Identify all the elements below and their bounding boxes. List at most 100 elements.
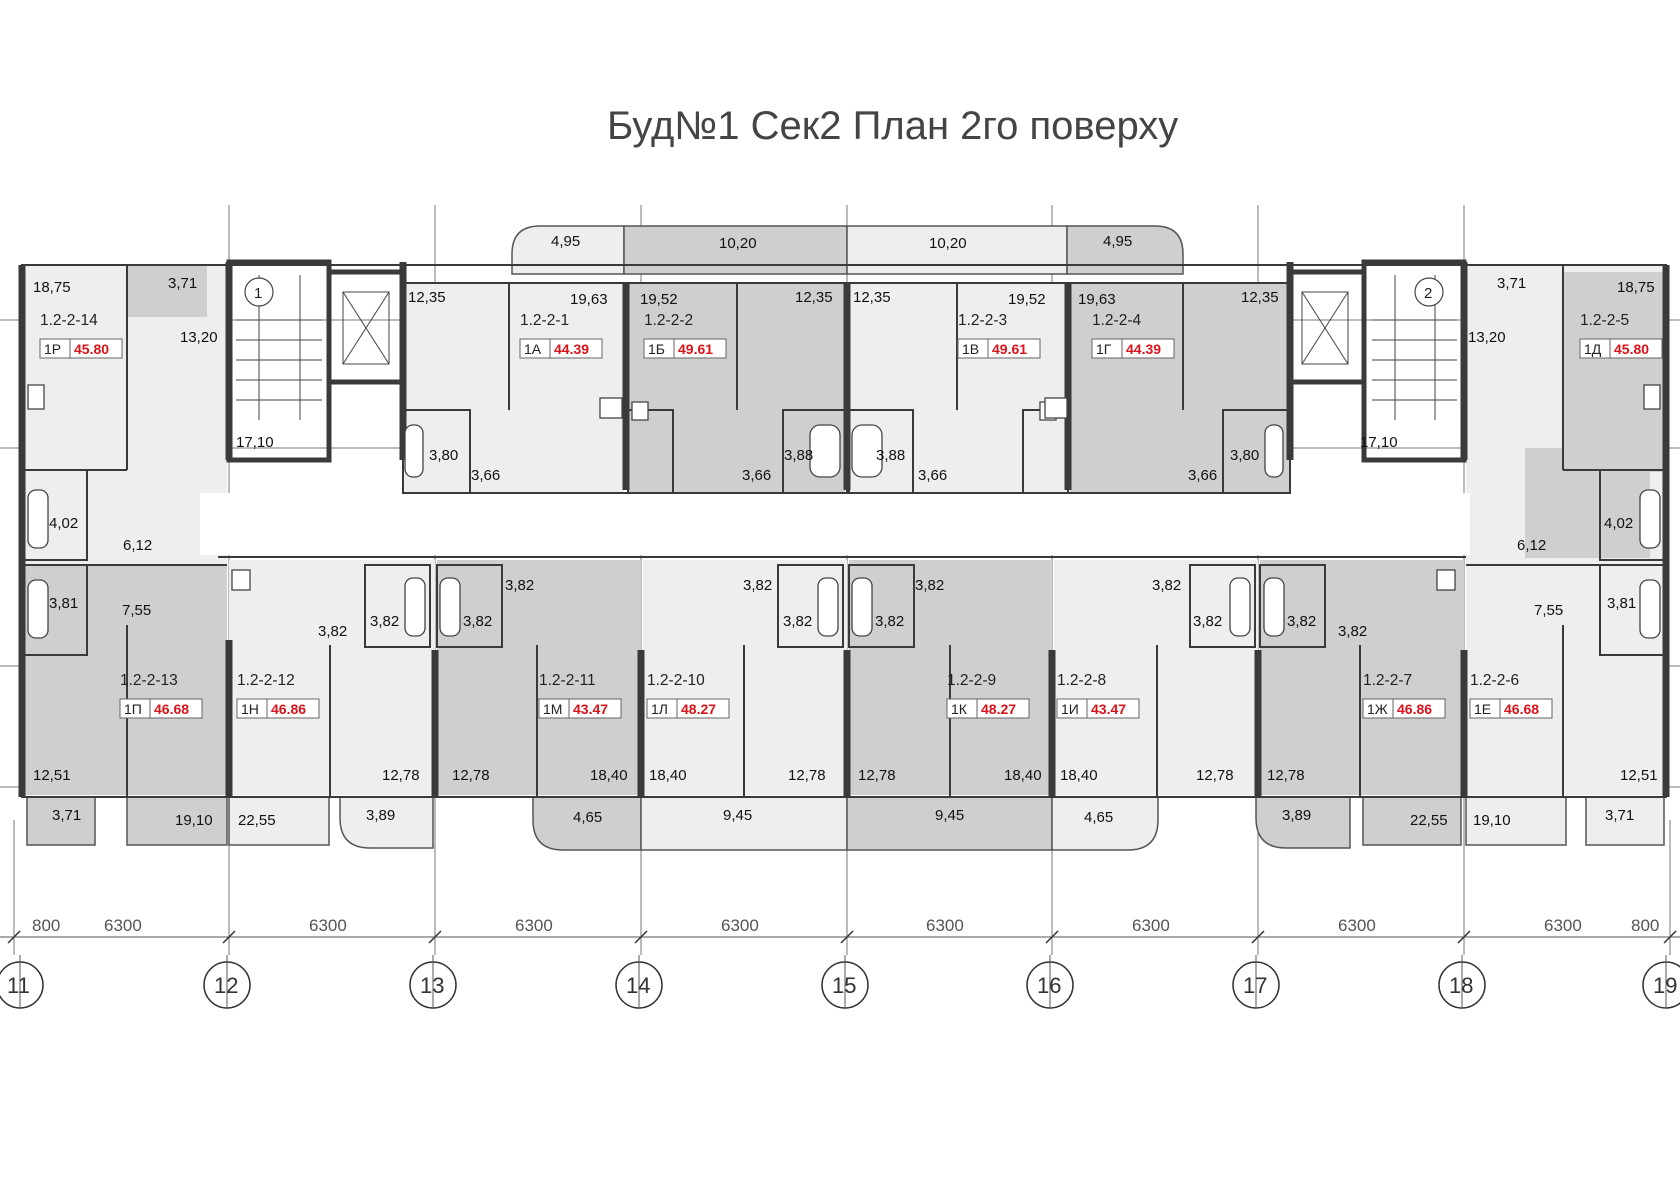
- area-room: 12,78: [382, 767, 420, 784]
- apartment-tag-box: [1579, 338, 1663, 359]
- axis-marker: 11: [0, 955, 44, 1009]
- apartment-area: 43.47: [1091, 701, 1126, 717]
- dimension-label: 6300: [926, 916, 964, 935]
- apartment-id: 1.2-2-7: [1363, 672, 1412, 689]
- area-room: 4,02: [1604, 515, 1633, 532]
- apartment-id: 1.2-2-13: [120, 672, 178, 689]
- plan-title: Буд№1 Сек2 План 2го поверху: [607, 104, 1178, 148]
- area-room: 18,40: [590, 767, 628, 784]
- area-bath: 3,82: [505, 577, 534, 594]
- apartment-code: 1Б: [648, 341, 665, 357]
- axis-marker: 19: [1642, 955, 1680, 1009]
- axis-label: 11: [7, 973, 30, 998]
- area-bath: 3,82: [783, 613, 812, 630]
- apartment-id: 1.2-2-1: [520, 312, 569, 329]
- apartment-id: 1.2-2-14: [40, 312, 98, 329]
- area-room: 18,40: [1004, 767, 1042, 784]
- area-bath: 3,66: [742, 467, 771, 484]
- apartment-area: 49.61: [992, 341, 1027, 357]
- apartment-label: 1.2-2-9 1К 48.27: [946, 672, 1030, 719]
- stair-level-left: 17,10: [236, 434, 274, 451]
- apartment-id: 1.2-2-9: [947, 672, 996, 689]
- area-bath: 3,82: [318, 623, 347, 640]
- stair-markers: 1 2 17,10 17,10: [236, 277, 1444, 451]
- area-room: 12,78: [452, 767, 490, 784]
- apartment-code: 1К: [951, 701, 968, 717]
- apartment-tag-box: [643, 338, 727, 359]
- area-room: 18,40: [1060, 767, 1098, 784]
- apartment-id: 1.2-2-12: [237, 672, 295, 689]
- stair-mark-2: 2: [1424, 285, 1432, 302]
- apartment-tag-box: [538, 698, 622, 719]
- area-bath: 3,82: [915, 577, 944, 594]
- apartment-area: 49.61: [678, 341, 713, 357]
- apartment-tag-box: [646, 698, 730, 719]
- axis-marker: 15: [821, 955, 869, 1009]
- apartment-id: 1.2-2-4: [1092, 312, 1141, 329]
- area-bath: 3,66: [918, 467, 947, 484]
- axis-marker: 14: [615, 955, 663, 1009]
- apartment-code: 1Р: [44, 341, 61, 357]
- apartment-code: 1Д: [1584, 341, 1602, 357]
- area-bath: 3,82: [875, 613, 904, 630]
- area-room: 12,78: [1196, 767, 1234, 784]
- apartment-code: 1Н: [241, 701, 259, 717]
- area-bath: 3,82: [1152, 577, 1181, 594]
- area-balcony-bottom: 3,89: [366, 807, 395, 824]
- apartment-area: 46.86: [271, 701, 306, 717]
- apartment-code: 1В: [962, 341, 979, 357]
- apartment-area: 48.27: [981, 701, 1016, 717]
- apartment-tag-box: [946, 698, 1030, 719]
- fixtures: [27, 384, 1661, 639]
- apartment-area: 46.68: [154, 701, 189, 717]
- area-bath: 3,82: [1193, 613, 1222, 630]
- apartment-tag-box: [119, 698, 203, 719]
- area-room: 12,78: [788, 767, 826, 784]
- apartment-area: 44.39: [1126, 341, 1161, 357]
- area-bath: 3,66: [471, 467, 500, 484]
- area-room: 6,12: [1517, 537, 1546, 554]
- axis-label: 12: [214, 973, 238, 998]
- axis-label: 17: [1243, 973, 1267, 998]
- apartment-tag-box: [1091, 338, 1175, 359]
- apartment-area: 45.80: [74, 341, 109, 357]
- apartment-area: 45.80: [1614, 341, 1649, 357]
- axis-marker: 18: [1438, 955, 1486, 1009]
- apartment-code: 1Е: [1474, 701, 1491, 717]
- apartment-area: 43.47: [573, 701, 608, 717]
- axis-label: 14: [626, 973, 650, 998]
- apartment-area: 46.68: [1504, 701, 1539, 717]
- stair-left: [236, 275, 390, 420]
- apartment-code: 1Л: [651, 701, 668, 717]
- axis-marker: 16: [1026, 955, 1074, 1009]
- area-bath: 3,66: [1188, 467, 1217, 484]
- area-room: 19,63: [570, 291, 608, 308]
- area-room: 7,55: [122, 602, 151, 619]
- apartment-area: 46.86: [1397, 701, 1432, 717]
- area-bath: 3,82: [370, 613, 399, 630]
- area-room: 12,35: [1241, 289, 1279, 306]
- axis-label: 18: [1449, 973, 1473, 998]
- apartment-code: 1М: [543, 701, 562, 717]
- area-room: 12,78: [858, 767, 896, 784]
- area-room: 18,40: [649, 767, 687, 784]
- area-balcony-bottom: 22,55: [1410, 812, 1448, 829]
- area-room: 3,71: [168, 275, 197, 292]
- axis-marker: 12: [203, 955, 251, 1009]
- area-room: 12,35: [408, 289, 446, 306]
- dimension-label: 6300: [1544, 916, 1582, 935]
- apartment-label: 1.2-2-14 1Р 45.80: [39, 312, 123, 359]
- area-balcony-top: 4,95: [1103, 233, 1132, 250]
- dimension-label: 800: [1631, 916, 1659, 935]
- apartment-code: 1А: [524, 341, 542, 357]
- area-bath: 3,88: [876, 447, 905, 464]
- dimension-label: 6300: [1132, 916, 1170, 935]
- apartment-tag-box: [1056, 698, 1140, 719]
